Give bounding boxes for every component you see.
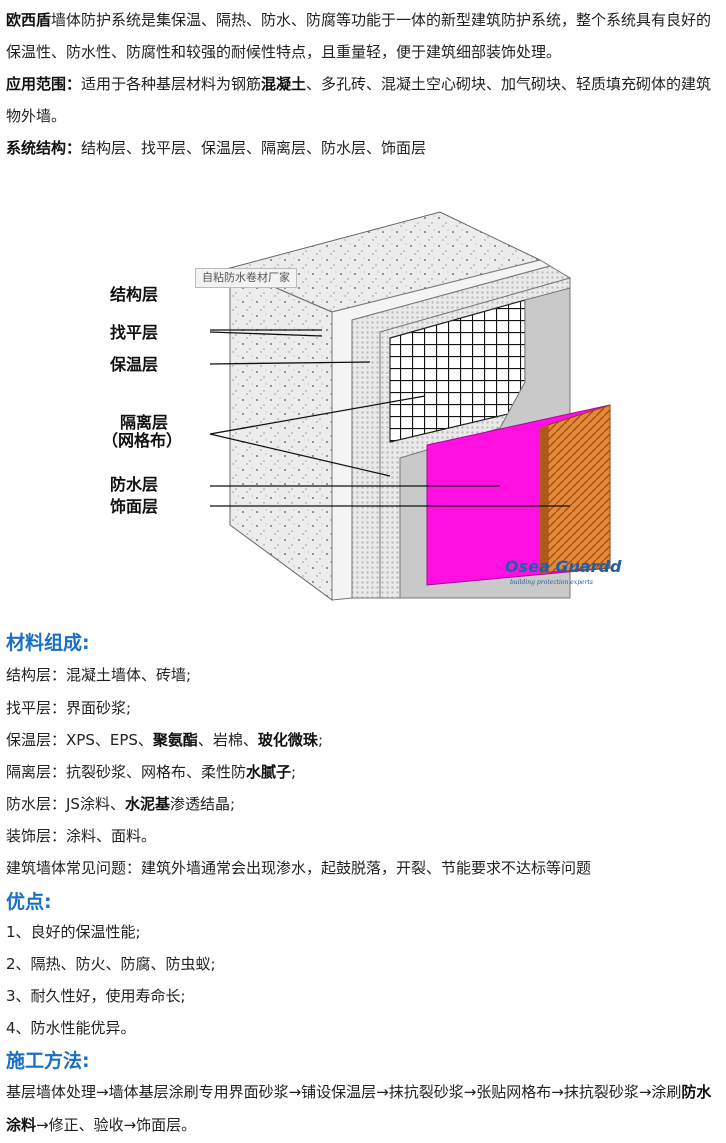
- brand-logo-subtitle: building protection experts: [510, 579, 593, 586]
- label-leveling: 找平层: [110, 323, 158, 342]
- structure-paragraph: 系统结构：结构层、找平层、保温层、隔离层、防水层、饰面层: [6, 132, 718, 164]
- structure-layer-side: [229, 267, 333, 601]
- label-isolation: 隔离层: [120, 413, 168, 432]
- scope-text-b: 、多孔砖、混凝土空心砌块、加气砌块、轻质填充砌体的建筑物外墙。: [6, 75, 712, 125]
- advantage-item-1: 1、良好的保温性能;: [6, 923, 141, 941]
- material-item-7: 建筑墙体常见问题：建筑外墙通常会出现渗水，起鼓脱落，开裂、节能要求不达标等问题: [6, 859, 592, 877]
- scope-text-bold: 混凝土: [261, 75, 307, 93]
- construction-text-a: 基层墙体处理→墙体基层涂刷专用界面砂浆→铺设保温层→抹抗裂砂浆→张贴网格布→抹抗…: [6, 1083, 682, 1101]
- material-item-1: 结构层：混凝土墙体、砖墙;: [6, 666, 192, 684]
- label-finish: 饰面层: [110, 497, 158, 516]
- label-structure: 结构层: [109, 285, 158, 304]
- label-waterproof: 防水层: [110, 475, 158, 494]
- label-mesh: （网格布）: [102, 431, 182, 450]
- scope-paragraph: 应用范围：适用于各种基层材料为钢筋混凝土、多孔砖、混凝土空心砌块、加气砌块、轻质…: [6, 68, 718, 132]
- material-item-3: 保温层：XPS、EPS、聚氨酯、岩棉、玻化微珠;: [6, 730, 323, 750]
- materials-heading: 材料组成:: [6, 632, 90, 654]
- advantages-heading: 优点:: [6, 891, 52, 913]
- material-4-text-b: ;: [291, 763, 297, 781]
- material-4-text-a: 隔离层：抗裂砂浆、网格布、柔性防: [6, 763, 247, 781]
- intro-text: 墙体防护系统是集保温、隔热、防水、防腐等功能于一体的新型建筑防护系统，整个系统具…: [6, 11, 712, 61]
- material-item-5: 防水层：JS涂料、水泥基渗透结晶;: [6, 794, 235, 814]
- leader-isolation-2: [209, 433, 391, 477]
- brand-logo: Osea Guardd: [505, 557, 622, 576]
- material-5-text-b: 渗透结晶;: [169, 795, 236, 813]
- scope-text-a: 适用于各种基层材料为钢筋: [81, 75, 262, 93]
- material-item-6: 装饰层：涂料、面料。: [6, 827, 157, 845]
- structure-text: 结构层、找平层、保温层、隔离层、防水层、饰面层: [81, 139, 427, 157]
- intro-paragraph: 欧西盾墙体防护系统是集保温、隔热、防水、防腐等功能于一体的新型建筑防护系统，整个…: [6, 4, 718, 68]
- material-3-text-a: 保温层：XPS、EPS、: [6, 731, 153, 749]
- material-4-bold: 水腻子: [246, 763, 292, 781]
- leader-leveling: [209, 331, 323, 337]
- material-item-4: 隔离层：抗裂砂浆、网格布、柔性防水腻子;: [6, 762, 296, 782]
- label-insulation: 保温层: [109, 355, 158, 374]
- material-3-bold2: 玻化微珠: [257, 731, 318, 749]
- material-3-text-c: ;: [317, 731, 323, 749]
- wall-system-diagram: 结构层 找平层 保温层 隔离层 （网格布） 防水层 饰面层 Osea Guard…: [100, 200, 660, 610]
- advantage-item-4: 4、防水性能优异。: [6, 1019, 136, 1037]
- leader-isolation-1: [209, 395, 426, 435]
- material-5-text-a: 防水层：JS涂料、: [6, 795, 125, 813]
- scope-label: 应用范围：: [6, 75, 82, 93]
- wall-layers-illustration: 结构层 找平层 保温层 隔离层 （网格布） 防水层 饰面层 Osea Guard…: [102, 211, 622, 601]
- construction-heading: 施工方法:: [6, 1050, 90, 1072]
- material-5-bold: 水泥基: [124, 795, 170, 813]
- construction-text-bold: 防水涂料: [6, 1083, 712, 1134]
- construction-text-b: →修正、验收→饰面层。: [36, 1116, 197, 1134]
- advantage-item-3: 3、耐久性好，使用寿命长;: [6, 987, 186, 1005]
- material-item-2: 找平层：界面砂浆;: [6, 699, 132, 717]
- brand-name: 欧西盾: [6, 11, 52, 29]
- structure-label: 系统结构：: [6, 139, 82, 157]
- construction-paragraph: 基层墙体处理→墙体基层涂刷专用界面砂浆→铺设保温层→抹抗裂砂浆→张贴网格布→抹抗…: [6, 1076, 718, 1142]
- finish-layer: [547, 404, 611, 573]
- material-3-bold: 聚氨酯: [152, 731, 198, 749]
- leader-insulation: [209, 361, 371, 365]
- finish-edge: [540, 425, 548, 574]
- material-3-text-b: 、岩棉、: [197, 731, 258, 749]
- watermark-tag: 自粘防水卷材厂家: [195, 268, 297, 288]
- advantage-item-2: 2、隔热、防火、防腐、防虫蚁;: [6, 955, 216, 973]
